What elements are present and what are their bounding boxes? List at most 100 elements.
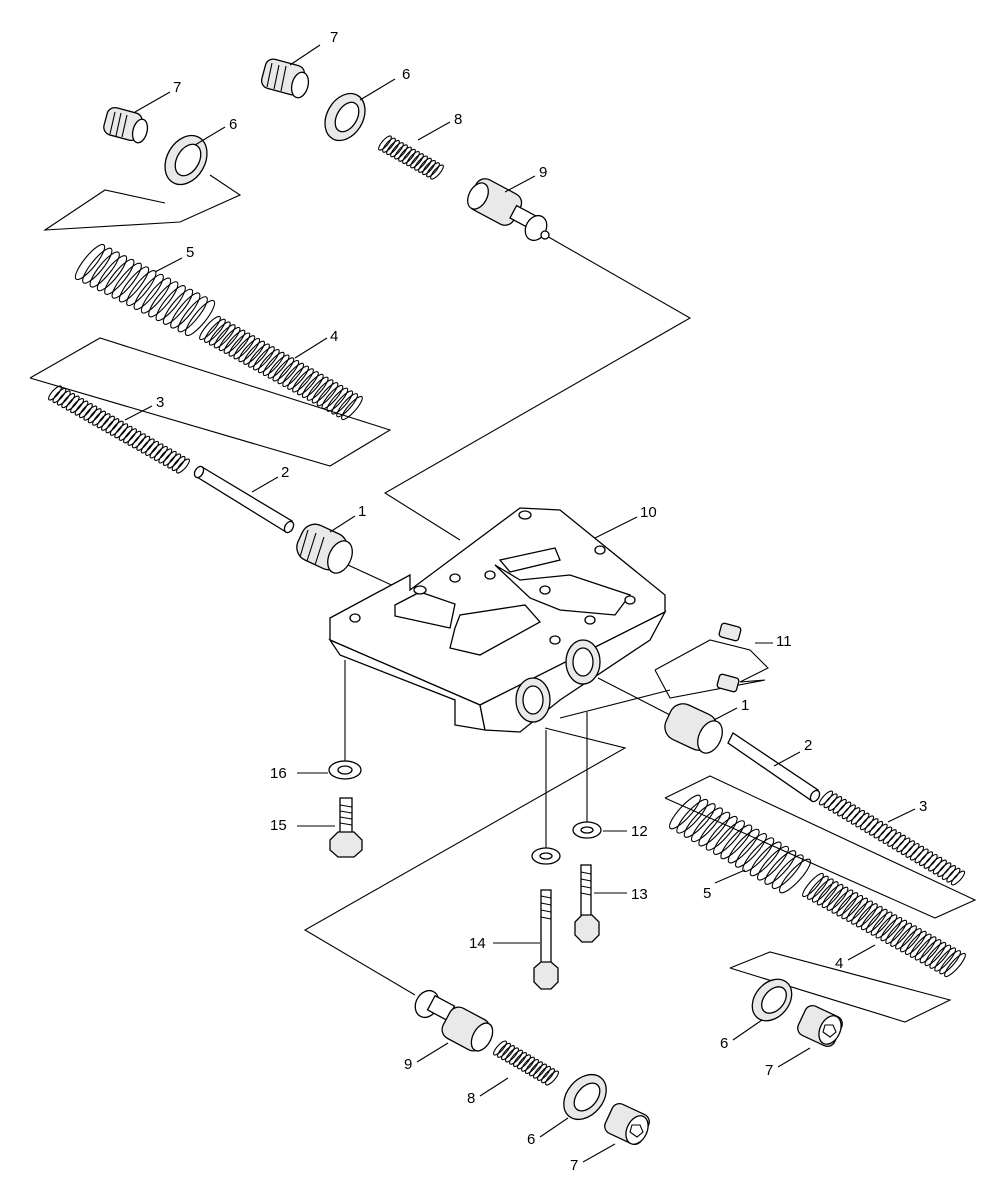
plunger-1-right [664, 703, 723, 754]
plunger-1-top [296, 523, 353, 574]
spring-coil-turn [78, 403, 93, 419]
spring-coil-turn [48, 385, 62, 401]
spring-coil-turn [118, 425, 133, 441]
spring-coil-turn [296, 371, 319, 396]
spring-coil-turn [131, 433, 146, 449]
spring-coil-turn [837, 801, 852, 817]
spring-coil-turn [272, 357, 295, 382]
spring-coil-turn [541, 1068, 555, 1084]
spring-coil-turn [262, 351, 285, 377]
spring-coil-turn [937, 862, 952, 878]
spring-coil-turn [104, 258, 135, 295]
label-13: 13 [631, 886, 648, 903]
spring-coil-turn [905, 842, 920, 858]
label-14: 14 [469, 935, 486, 952]
label-6: 6 [720, 1035, 728, 1052]
label-11: 11 [776, 633, 792, 650]
plug-7-top-middle [260, 58, 310, 99]
spring-coil-turn [386, 139, 400, 156]
spring-coil-turn [105, 418, 120, 434]
spring-coil-turn [140, 277, 172, 314]
spring-coil-turn [832, 798, 847, 814]
spring-coil-turn [311, 379, 334, 404]
spring-3-top [48, 385, 190, 474]
spring-coil-turn [208, 321, 231, 346]
spring-coil-turn [162, 450, 177, 466]
spring-coil-turn [148, 281, 179, 318]
spring-coil-turn [170, 292, 201, 329]
spring-coil-turn [257, 348, 280, 374]
spring-coil-turn [56, 390, 71, 406]
spring-coil-turn [513, 1051, 527, 1068]
spring-coil-turn [243, 340, 266, 365]
spring-coil-turn [885, 919, 908, 945]
lock-washer-16 [328, 760, 362, 780]
spring-coil-turn [887, 831, 902, 847]
spring-coil-turn [914, 936, 937, 961]
spring-coil-turn [764, 850, 797, 885]
spring-coil-turn [946, 867, 961, 883]
spring-8-top [378, 135, 444, 180]
label-7: 7 [173, 79, 181, 96]
spring-coil-turn [316, 382, 339, 407]
spring-coil-turn [836, 892, 859, 917]
spring-coil-turn [248, 343, 270, 368]
lock-washer-12 [572, 821, 602, 839]
label-5: 5 [186, 244, 194, 261]
spring-coil-turn [529, 1061, 543, 1077]
spring-coil-turn [698, 811, 731, 847]
label-2: 2 [804, 737, 812, 754]
plug-7-bottom-right [797, 1005, 843, 1047]
spring-coil-turn [895, 925, 917, 950]
label-8: 8 [467, 1090, 475, 1107]
spring-coil-turn [873, 823, 888, 839]
leader-lines [124, 44, 916, 1163]
spring-coil-turn [228, 332, 251, 357]
spring-coil-turn [818, 790, 834, 806]
spring-coil-turn [934, 947, 957, 972]
spring-coil-turn [846, 897, 869, 922]
spring-coil-turn [928, 856, 943, 872]
label-15: 15 [270, 817, 287, 834]
spring-coil-turn [806, 875, 829, 900]
spring-coil-turn [882, 829, 897, 845]
spring-coil-turn [74, 243, 106, 281]
spring-coil-turn [74, 400, 89, 416]
spring-coil-turn [306, 376, 329, 401]
label-7: 7 [330, 29, 338, 46]
spring-coil-turn [929, 944, 952, 969]
spring-coil-turn [223, 329, 246, 354]
set-screws-11 [654, 622, 769, 699]
label-7: 7 [765, 1062, 773, 1079]
spring-coil-turn [493, 1040, 507, 1056]
spring-coil-turn [418, 157, 432, 173]
spring-coil-turn [521, 1056, 535, 1072]
valve-body-10 [328, 507, 667, 733]
spring-coil-turn [140, 438, 155, 454]
spring-coil-turn [869, 820, 884, 836]
spring-coil-turn [267, 354, 290, 379]
spring-coil-turn [831, 889, 854, 914]
spring-coil-turn [859, 815, 875, 831]
connector-lines [29, 174, 977, 1023]
spring-coil-turn [430, 164, 444, 180]
spring-coil-turn [501, 1045, 515, 1061]
spring-coil-turn [505, 1047, 519, 1063]
spring-coil-turn [83, 405, 98, 421]
label-6: 6 [229, 116, 237, 133]
plug-7-top-left [103, 106, 149, 144]
spring-coil-turn [70, 398, 85, 414]
spring-coil-turn [811, 878, 834, 903]
spring-coil-turn [326, 387, 349, 412]
spring-coil-turn [909, 933, 932, 958]
spring-coil-turn [101, 415, 115, 431]
plug-7-bottom-middle [604, 1103, 650, 1145]
label-1: 1 [358, 503, 366, 520]
spring-coil-turn [127, 430, 142, 446]
spring-coil-turn [691, 807, 723, 843]
spring-coil-turn [944, 952, 966, 978]
spring-coil-turn [336, 393, 359, 418]
spring-coil-turn [932, 859, 947, 875]
spring-coil-turn [727, 828, 760, 864]
spring-coil-turn [61, 393, 76, 409]
